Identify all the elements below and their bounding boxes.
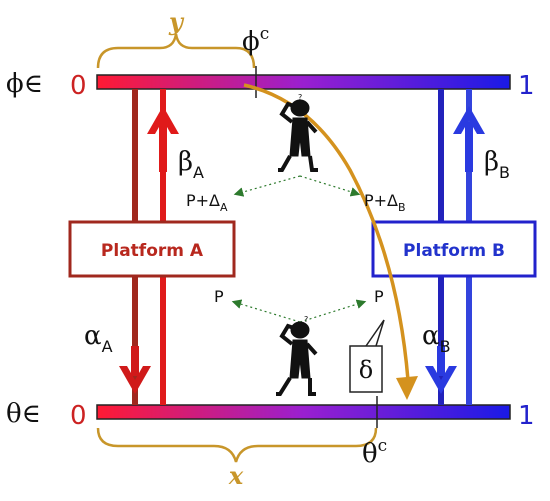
y-label: y [168, 7, 185, 36]
beta-b-arrow [453, 106, 485, 172]
top-dotted-links [233, 175, 361, 197]
delta-label: δ [359, 356, 373, 384]
phi-c-base: ϕ [242, 27, 260, 57]
theta-c-base: θ [362, 439, 378, 469]
theta-bar [96, 404, 511, 420]
beta-a-arrow [147, 106, 179, 172]
alpha-b-sub: B [440, 337, 451, 356]
phi-c-sup: c [260, 24, 270, 44]
theta-c-sup: c [378, 436, 388, 456]
p-delta-b-label: P+ΔB [364, 191, 406, 214]
phi-c-label: ϕc [242, 24, 269, 57]
platform-a-label: Platform A [101, 241, 204, 261]
phi-bar [96, 74, 511, 90]
p-delta-a-label: P+ΔA [186, 191, 228, 214]
alpha-b-label: αB [422, 321, 451, 356]
theta-one-label: 1 [518, 401, 535, 431]
p-a-label: P [214, 287, 224, 306]
alpha-a-label: αA [84, 321, 113, 356]
beta-a-base: β [178, 147, 193, 177]
beta-b-label: βB [484, 147, 510, 182]
p-delta-b-sub: B [398, 201, 406, 214]
x-label: x [228, 461, 244, 490]
platform-a-box [68, 220, 236, 278]
p-delta-a-sub: A [220, 201, 228, 214]
beta-b-base: β [484, 147, 499, 177]
p-delta-a-base: P+Δ [186, 191, 220, 210]
mapping-curve-arrowhead [396, 376, 418, 400]
thinking-person-icon: ? [278, 93, 318, 172]
beta-a-sub: A [193, 163, 204, 182]
theta-c-label: θc [362, 436, 387, 469]
delta-callout-box [349, 345, 383, 393]
thinking-person-icon: ? [276, 315, 318, 396]
y-brace [96, 33, 256, 69]
p-b-label: P [374, 287, 384, 306]
phi-zero-label: 0 [70, 71, 87, 101]
delta-callout-pointer [365, 319, 385, 347]
svg-text:?: ? [304, 315, 308, 324]
alpha-b-base: α [422, 321, 440, 351]
platform-b-label: Platform B [403, 241, 505, 261]
alpha-a-sub: A [102, 337, 113, 356]
phi-one-label: 1 [518, 71, 535, 101]
phi-set-label: ϕ∈ [6, 69, 43, 99]
beta-b-sub: B [499, 163, 510, 182]
p-delta-b-base: P+Δ [364, 191, 398, 210]
theta-zero-label: 0 [70, 401, 87, 431]
mapping-curve [243, 83, 410, 381]
alpha-b-arrow [425, 346, 457, 394]
platform-b-box [371, 220, 537, 278]
alpha-a-arrow [119, 346, 151, 394]
beta-a-label: βA [178, 147, 204, 182]
theta-set-label: θ∈ [6, 399, 41, 429]
svg-text:?: ? [298, 93, 302, 102]
x-brace [96, 427, 378, 463]
alpha-a-base: α [84, 321, 102, 351]
bottom-dotted-links [231, 299, 367, 323]
